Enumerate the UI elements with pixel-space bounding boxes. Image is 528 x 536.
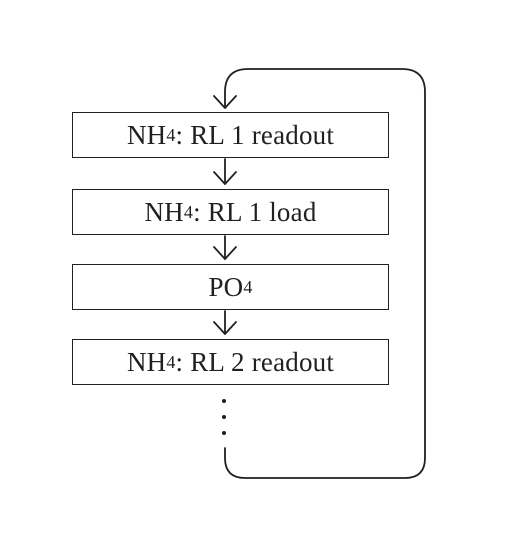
loop-back-arrow bbox=[224, 68, 426, 479]
arrowhead-step1-to-step2 bbox=[213, 171, 237, 185]
step-formula: PO bbox=[208, 271, 244, 302]
ellipsis-dot bbox=[222, 399, 226, 403]
step-formula: NH bbox=[126, 346, 167, 377]
arrowhead-step3-to-step4 bbox=[213, 321, 237, 335]
step-label: : RL 1 readout bbox=[175, 119, 335, 150]
loop-back-arrowhead bbox=[213, 95, 237, 109]
step-label: : RL 1 load bbox=[193, 196, 317, 227]
arrowhead-step2-to-step3 bbox=[213, 246, 237, 260]
ellipsis-dot bbox=[222, 431, 226, 435]
ellipsis-dot bbox=[222, 415, 226, 419]
step-formula: NH bbox=[144, 196, 184, 227]
step-formula: NH bbox=[126, 119, 167, 150]
continuation-ellipsis bbox=[222, 399, 226, 435]
step-label: : RL 2 readout bbox=[175, 346, 335, 377]
